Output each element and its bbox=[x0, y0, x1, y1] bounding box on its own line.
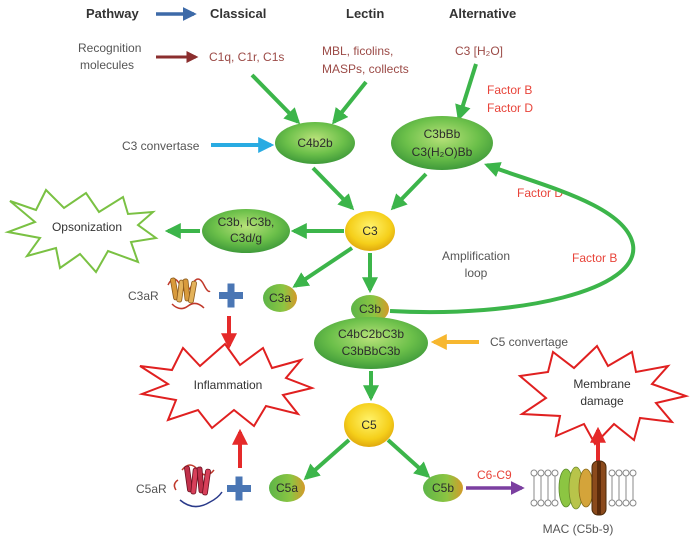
node-c5a-label: C5a bbox=[276, 481, 298, 495]
node-c3bbb-line2: C3(H₂O)Bb bbox=[412, 145, 473, 159]
inflammation-starburst bbox=[138, 342, 316, 430]
arrow-c4b2b-to-c3 bbox=[311, 166, 355, 211]
c5ar-label: C5aR bbox=[136, 482, 167, 496]
recognition-lectin-line1: MBL, ficolins, bbox=[322, 44, 393, 58]
opsonization-label: Opsonization bbox=[52, 220, 122, 234]
amplification-loop-arrow bbox=[389, 162, 636, 315]
node-c5b-label: C5b bbox=[432, 481, 454, 495]
arrow-alternative-to-c3bbb bbox=[455, 63, 478, 122]
c3ar-receptor-icon bbox=[167, 277, 211, 310]
arrow-c5-to-c5a bbox=[303, 438, 351, 481]
factor-b-top: Factor B bbox=[487, 83, 532, 97]
header-lectin: Lectin bbox=[346, 6, 384, 21]
mac-membrane-icon bbox=[530, 460, 637, 516]
recognition-alternative: C3 [H₂O] bbox=[455, 44, 503, 58]
c3a-plus-icon bbox=[219, 283, 243, 308]
node-c4b2b bbox=[275, 122, 355, 164]
c5-convertage-label: C5 convertage bbox=[490, 335, 568, 349]
amplification-label-line1: Amplification bbox=[442, 249, 510, 263]
node-c3a bbox=[263, 284, 297, 312]
arrow-lectin-to-c4b2b bbox=[332, 80, 368, 125]
node-c4b2b-label: C4b2b bbox=[297, 136, 333, 150]
header-pathway: Pathway bbox=[86, 6, 140, 21]
node-c3-label: C3 bbox=[362, 224, 378, 238]
arrow-c3-to-c3a bbox=[292, 246, 354, 288]
opsonization-starburst bbox=[4, 188, 159, 274]
c5ar-receptor-icon bbox=[173, 464, 223, 508]
membrane-damage-line1: Membrane bbox=[573, 377, 631, 391]
node-c5a bbox=[269, 474, 305, 502]
node-c5conv-line2: C3bBbC3b bbox=[342, 344, 401, 358]
recognition-lectin-line2: MASPs, collects bbox=[322, 62, 409, 76]
recognition-label-line2: molecules bbox=[80, 58, 134, 72]
arrow-classical-to-c4b2b bbox=[250, 73, 301, 125]
node-c3a-label: C3a bbox=[269, 291, 291, 305]
node-c5-convertase bbox=[314, 317, 428, 369]
inflammation-label: Inflammation bbox=[194, 378, 263, 392]
membrane-damage-starburst bbox=[517, 344, 690, 446]
node-opson-line1: C3b, iC3b, bbox=[218, 215, 275, 229]
recognition-classical: C1q, C1r, C1s bbox=[209, 50, 284, 64]
arrow-c3bbb-to-c3 bbox=[390, 172, 428, 211]
factor-d-top: Factor D bbox=[487, 101, 533, 115]
node-c3 bbox=[345, 211, 395, 251]
arrow-c5-to-c5b bbox=[386, 438, 431, 479]
header-alternative: Alternative bbox=[449, 6, 516, 21]
node-opson-line2: C3d/g bbox=[230, 231, 262, 245]
node-c3b-ic3b-c3dg bbox=[202, 209, 290, 253]
node-c5 bbox=[344, 403, 394, 447]
c3ar-label: C3aR bbox=[128, 289, 159, 303]
mac-label: MAC (C5b-9) bbox=[543, 522, 614, 536]
node-c3bbb bbox=[391, 116, 493, 170]
node-c3b bbox=[351, 295, 389, 323]
c5a-plus-icon bbox=[227, 476, 251, 501]
node-c3b-label: C3b bbox=[359, 302, 381, 316]
membrane-damage-line2: damage bbox=[580, 394, 624, 408]
amplification-label-line2: loop bbox=[465, 266, 488, 280]
node-c5-label: C5 bbox=[361, 418, 377, 432]
recognition-label-line1: Recognition bbox=[78, 41, 141, 55]
c6-c9-label: C6-C9 bbox=[477, 468, 512, 482]
node-c5b bbox=[423, 474, 463, 502]
header-classical: Classical bbox=[210, 6, 266, 21]
node-c3bbb-line1: C3bBb bbox=[424, 127, 461, 141]
node-c5conv-line1: C4bC2bC3b bbox=[338, 327, 404, 341]
factor-b-right: Factor B bbox=[572, 251, 617, 265]
c3-convertase-label: C3 convertase bbox=[122, 139, 200, 153]
